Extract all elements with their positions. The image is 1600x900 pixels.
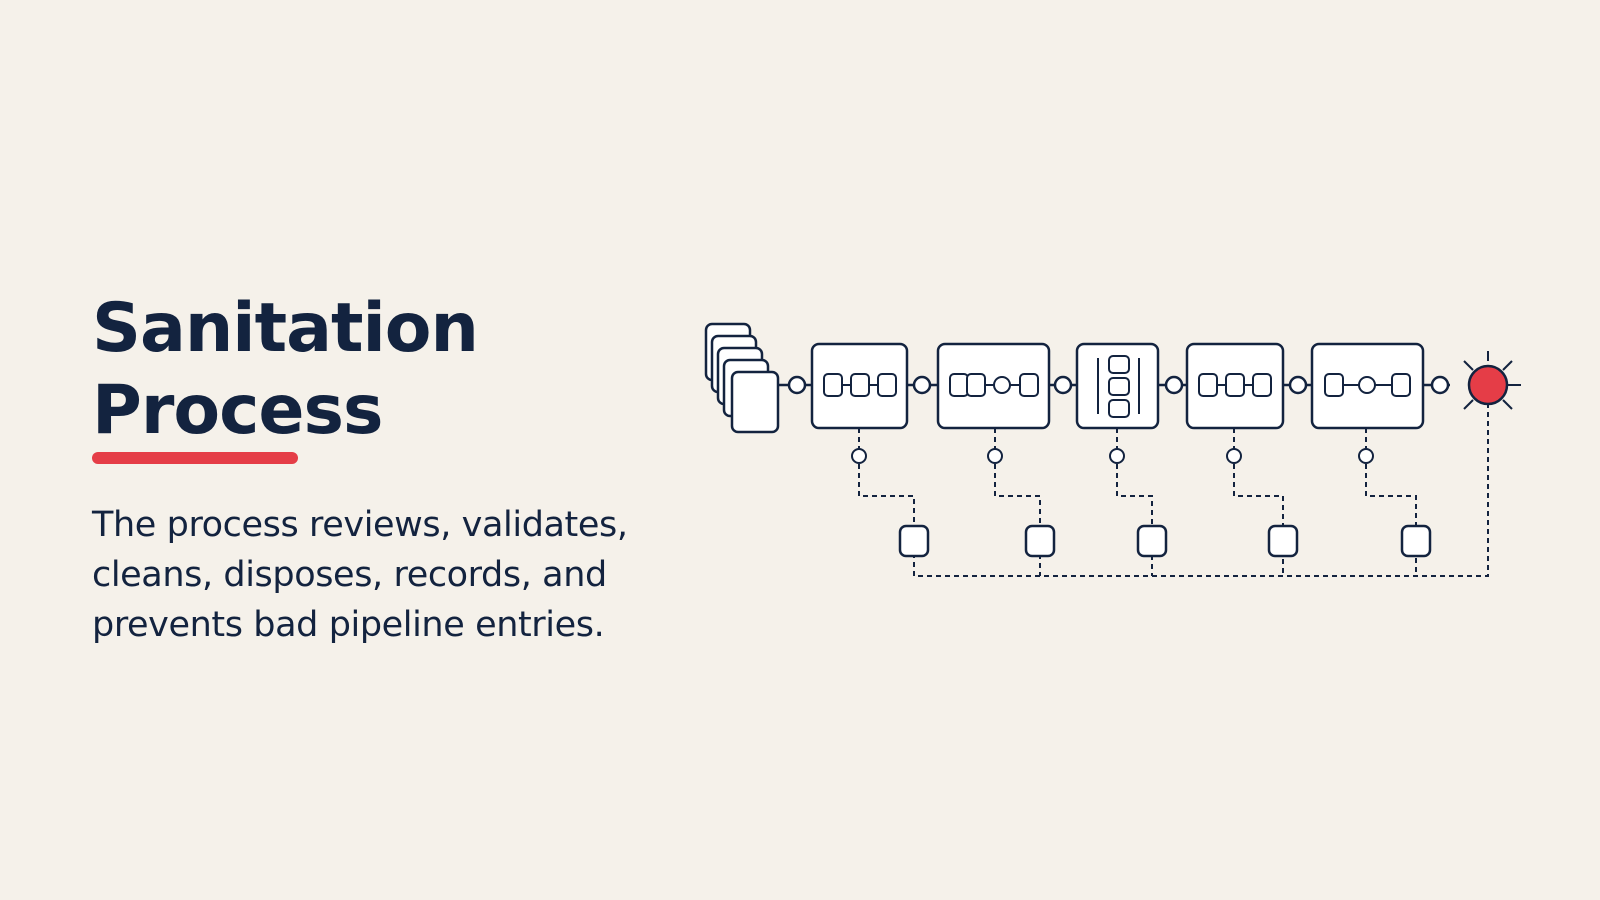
document-sheet — [704, 322, 752, 382]
stage-box-5 — [1310, 342, 1425, 430]
stage-box-3 — [1075, 342, 1160, 430]
glyph-box — [1252, 373, 1272, 397]
glyph-box — [1391, 373, 1411, 397]
burst-ray — [1502, 399, 1513, 410]
glyph-box — [949, 373, 969, 397]
feedback-path-5 — [1365, 428, 1417, 576]
glyph-box — [1198, 373, 1218, 397]
vertical-stack-icon — [1097, 355, 1140, 418]
glyph-box — [1324, 373, 1344, 397]
document-sheet — [730, 370, 780, 434]
glyph-box — [877, 373, 897, 397]
title-line-2: Process — [92, 371, 383, 450]
description-line-2: cleans, disposes, records, and — [92, 555, 607, 595]
feedback-path-4 — [1233, 428, 1284, 576]
output-dot — [1467, 364, 1509, 406]
title-underline — [92, 452, 298, 464]
glyph-box — [1019, 373, 1039, 397]
stage-box-1 — [810, 342, 909, 430]
document-sheet — [710, 334, 758, 394]
three-box-chain-icon — [823, 373, 897, 397]
stage-box-4 — [1185, 342, 1285, 430]
document-sheet — [716, 346, 764, 406]
title-line-1: Sanitation — [92, 289, 479, 368]
glyph-node — [1358, 376, 1376, 394]
record-box — [1024, 524, 1056, 558]
glyph-box — [966, 373, 986, 397]
document-stack-icon — [704, 322, 780, 434]
glyph-box — [1225, 373, 1245, 397]
box-node-box-icon — [1324, 373, 1411, 397]
glyph-box — [823, 373, 843, 397]
burst-ray — [1502, 360, 1513, 371]
feedback-path-3 — [1116, 428, 1153, 576]
glyph-box — [1108, 355, 1130, 374]
feedback-path-1 — [858, 385, 1489, 577]
connector-node — [1288, 375, 1308, 395]
feedback-path-2 — [994, 428, 1041, 576]
drop-node — [1358, 448, 1374, 464]
connector-node — [1053, 375, 1073, 395]
red-burst-dot-icon — [1463, 351, 1521, 410]
record-box — [898, 524, 930, 558]
description-text: The process reviews, validates, cleans, … — [92, 500, 652, 650]
glyph-box — [1108, 377, 1130, 396]
description-line-3: prevents bad pipeline entries. — [92, 605, 605, 645]
glyph-box — [1108, 399, 1130, 418]
connector-node — [912, 375, 932, 395]
connector-node — [1164, 375, 1184, 395]
record-box — [1136, 524, 1168, 558]
three-box-chain-icon — [1198, 373, 1272, 397]
connector-node — [1430, 375, 1450, 395]
drop-node — [1226, 448, 1242, 464]
record-box — [1400, 524, 1432, 558]
drop-node — [987, 448, 1003, 464]
stage-box-2 — [936, 342, 1051, 430]
drop-node — [1109, 448, 1125, 464]
glyph-box — [850, 373, 870, 397]
document-sheet — [722, 358, 770, 418]
connector-node — [787, 375, 807, 395]
feedback-connectors — [858, 385, 1489, 577]
glyph-node — [993, 376, 1011, 394]
description-line-1: The process reviews, validates, — [92, 505, 628, 545]
burst-ray — [1463, 360, 1474, 371]
record-box — [1267, 524, 1299, 558]
page-title: Sanitation Process — [92, 288, 479, 452]
drop-node — [851, 448, 867, 464]
box-chain-with-node-icon — [949, 373, 1039, 397]
burst-ray — [1463, 399, 1474, 410]
